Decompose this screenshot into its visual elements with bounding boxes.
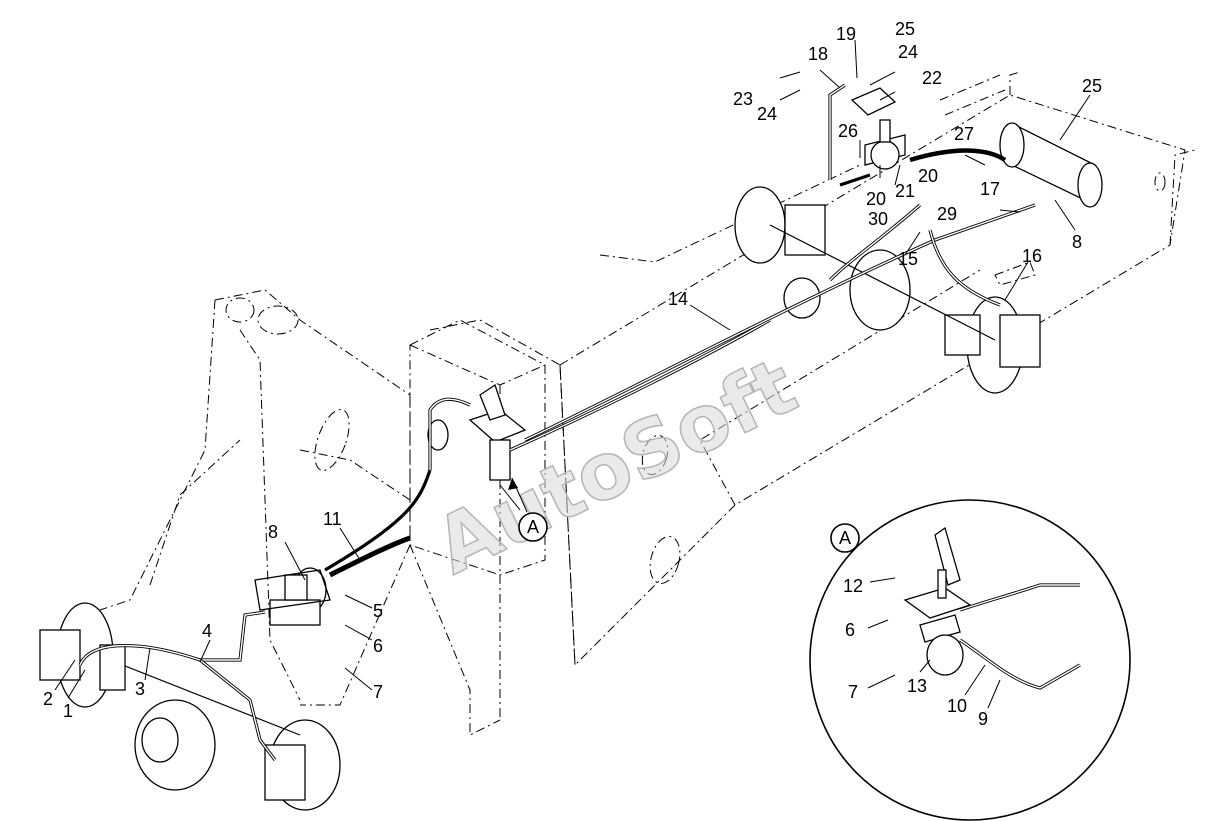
callout-12: 12 (843, 576, 863, 596)
detail-callout-6: 6 (845, 620, 855, 640)
detail-callout-7: 7 (848, 682, 858, 702)
callout-numbers: 1 2 3 4 5 6 7 8 8 9 10 11 12 13 14 15 16… (43, 19, 1102, 729)
rear-axle (734, 186, 1041, 394)
callout-13: 13 (907, 676, 927, 696)
front-axle (39, 602, 341, 811)
brake-lines (78, 83, 1036, 761)
callout-22: 22 (922, 68, 942, 88)
callout-17: 17 (980, 179, 1000, 199)
callout-11: 11 (323, 509, 342, 529)
parking-brake (254, 567, 331, 626)
callout-23: 23 (733, 89, 753, 109)
valve-bracket (850, 87, 906, 170)
callout-leaders (54, 39, 1091, 699)
detail-view-a: A (809, 499, 1131, 821)
callout-18: 18 (808, 44, 828, 64)
brake-pedal-valve (427, 383, 527, 481)
callout-5: 5 (373, 601, 383, 621)
callout-24-left: 24 (757, 104, 777, 124)
callout-25-tank: 25 (1082, 76, 1102, 96)
callout-6: 6 (373, 636, 383, 656)
callout-27: 27 (954, 124, 974, 144)
pointer-letter: A (527, 517, 539, 537)
callout-10: 10 (947, 696, 967, 716)
callout-7: 7 (373, 682, 383, 702)
callout-16: 16 (1022, 246, 1042, 266)
callout-8-front: 8 (268, 522, 278, 542)
callout-2: 2 (43, 689, 53, 709)
callout-26: 26 (838, 121, 858, 141)
callout-25-top: 25 (895, 19, 915, 39)
watermark-text: AutoSoft (422, 341, 810, 592)
callout-24-top: 24 (898, 42, 918, 62)
callout-8-rear: 8 (1072, 232, 1082, 252)
callout-30: 30 (868, 209, 888, 229)
callout-14: 14 (668, 289, 688, 309)
callout-20-left: 20 (866, 189, 886, 209)
callout-20-right: 20 (918, 166, 938, 186)
callout-1: 1 (63, 701, 73, 721)
air-tank (999, 122, 1103, 208)
callout-3: 3 (135, 679, 145, 699)
callout-19: 19 (836, 24, 856, 44)
callout-4: 4 (202, 621, 212, 641)
callout-15: 15 (898, 249, 918, 269)
detail-letter: A (839, 528, 851, 548)
callout-29: 29 (937, 204, 957, 224)
detail-pointer-a: A (508, 477, 548, 542)
callout-9: 9 (978, 709, 988, 729)
callout-21: 21 (895, 181, 915, 201)
